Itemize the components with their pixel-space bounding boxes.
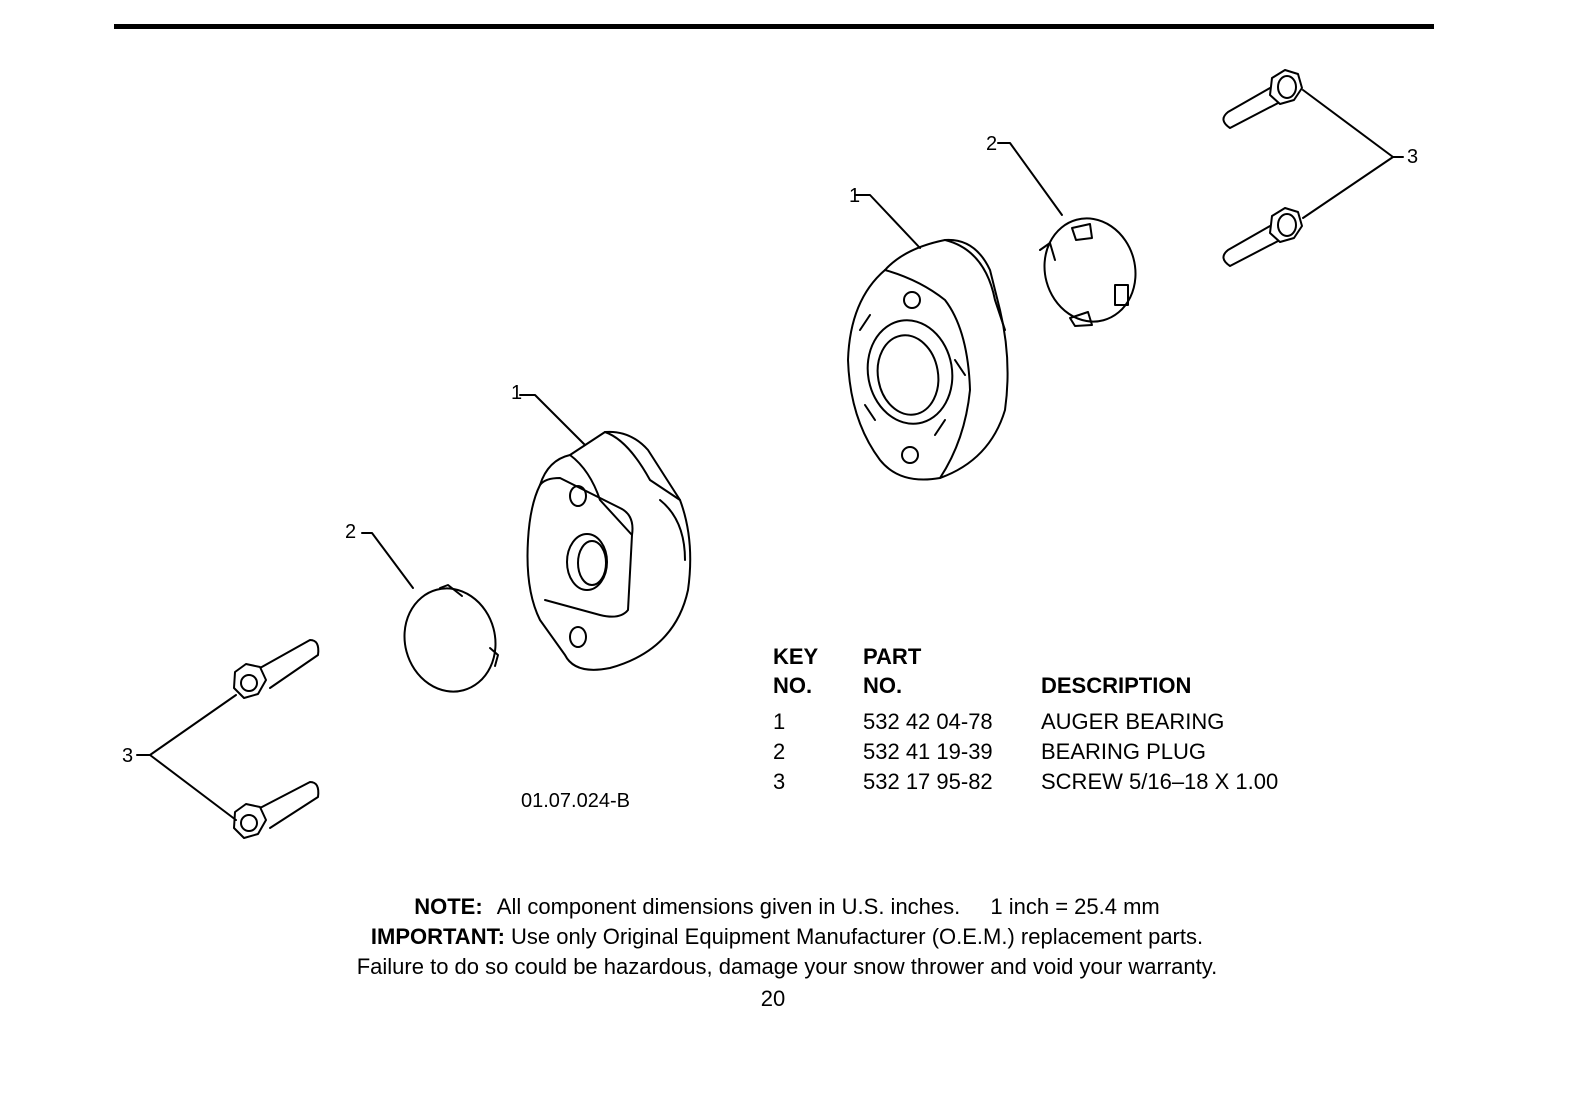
header-key-line1: KEY — [773, 644, 819, 669]
header-part-line1: PART — [863, 644, 922, 669]
screw-left-upper — [233, 639, 320, 699]
important-label: IMPORTANT: — [370, 924, 505, 949]
table-row: 1 532 42 04-78 AUGER BEARING — [773, 709, 1333, 735]
callout-leader-screw-left — [136, 694, 237, 821]
header-description: DESCRIPTION — [1041, 673, 1192, 698]
callout-leader-screw-right — [1302, 89, 1404, 219]
callout-bearing-left: 1 — [511, 382, 523, 404]
callout-bearing-right: 1 — [849, 185, 861, 207]
important-line: IMPORTANT: Use only Original Equipment M… — [0, 922, 1574, 952]
table-row: 2 532 41 19-39 BEARING PLUG — [773, 739, 1333, 765]
page-number: 20 — [760, 986, 786, 1011]
note-text: All component dimensions given in U.S. i… — [496, 894, 961, 919]
row-key: 1 — [773, 709, 786, 734]
important-text: Use only Original Equipment Manufacturer… — [511, 924, 1204, 949]
auger-bearing-left — [519, 394, 692, 671]
row-description: AUGER BEARING — [1041, 709, 1225, 734]
top-rule — [114, 24, 1434, 29]
note-label: NOTE: — [414, 894, 483, 919]
screw-right-lower — [1222, 207, 1303, 267]
header-part-line2: NO. — [863, 673, 903, 698]
row-description: BEARING PLUG — [1041, 739, 1207, 764]
callout-screw-left: 3 — [122, 745, 134, 767]
callout-screw-right: 3 — [1407, 146, 1419, 168]
row-description: SCREW 5/16–18 X 1.00 — [1041, 769, 1279, 794]
warning-text: Failure to do so could be hazardous, dam… — [356, 954, 1218, 979]
row-part-no: 532 41 19-39 — [863, 739, 993, 764]
conversion-text: 1 inch = 25.4 mm — [990, 894, 1160, 919]
row-key: 3 — [773, 769, 786, 794]
table-row: 3 532 17 95-82 SCREW 5/16–18 X 1.00 — [773, 769, 1333, 795]
bearing-plug-right — [997, 142, 1137, 327]
screw-right-upper — [1222, 69, 1303, 129]
bearing-plug-left — [361, 532, 499, 693]
callout-plug-left: 2 — [345, 521, 357, 543]
row-part-no: 532 42 04-78 — [863, 709, 993, 734]
header-key-line2: NO. — [773, 673, 813, 698]
auger-bearing-right — [847, 194, 1009, 481]
notes-block: NOTE: All component dimensions given in … — [0, 892, 1574, 982]
screw-left-lower — [233, 781, 320, 839]
row-part-no: 532 17 95-82 — [863, 769, 993, 794]
diagram-id-label: 01.07.024-B — [521, 790, 630, 812]
row-key: 2 — [773, 739, 786, 764]
callout-plug-right: 2 — [986, 133, 998, 155]
note-line: NOTE: All component dimensions given in … — [0, 892, 1574, 922]
